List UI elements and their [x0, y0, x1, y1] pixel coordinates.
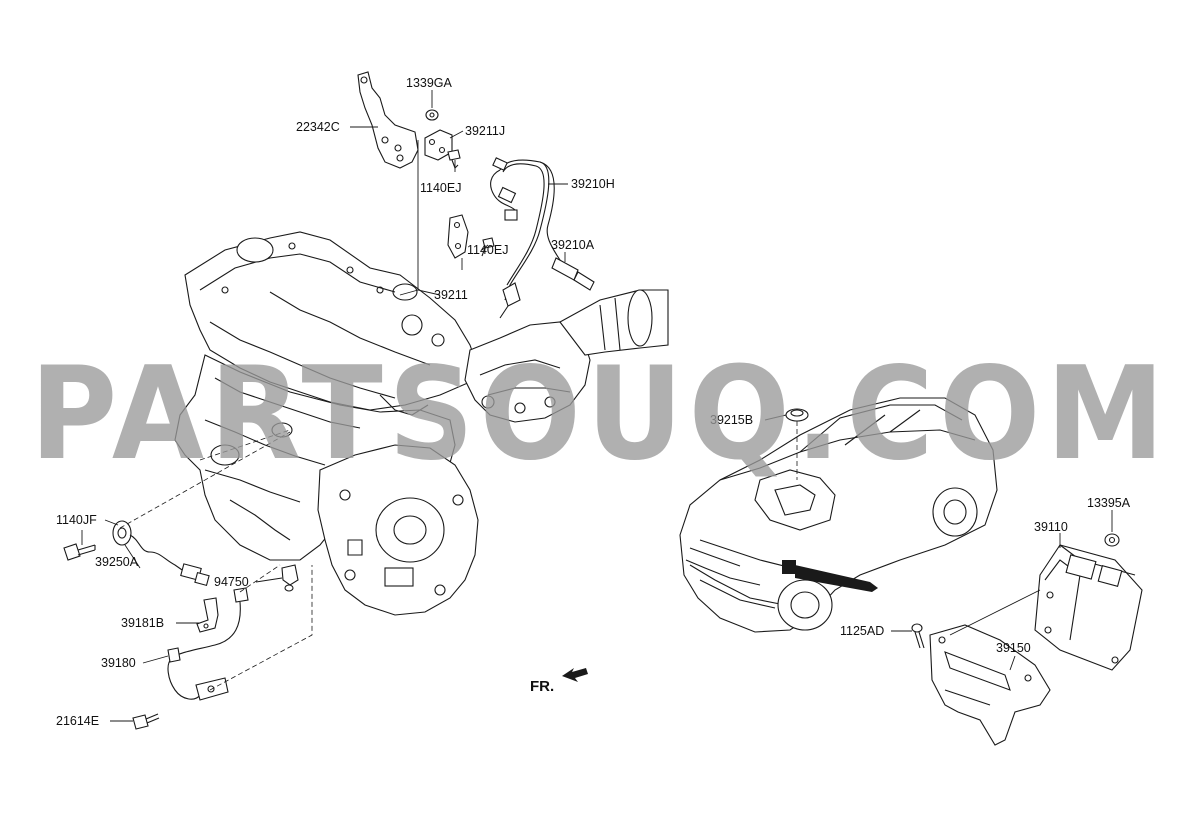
leader-lines: [81, 90, 1113, 722]
callout-39215b[interactable]: 39215B: [710, 413, 753, 427]
callout-39180[interactable]: 39180: [101, 656, 136, 670]
exhaust-manifold[interactable]: [464, 289, 669, 423]
oxygen-sensor-39210a[interactable]: [539, 161, 595, 291]
callout-1125ad[interactable]: 1125AD: [840, 624, 884, 638]
callout-39150[interactable]: 39150: [996, 641, 1031, 655]
callout-21614e[interactable]: 21614E: [56, 714, 99, 728]
callout-1140ej-upper[interactable]: 1140EJ: [420, 181, 461, 195]
watermark-text: PARTSOUQ.COM: [30, 340, 1170, 489]
bracket-39211j[interactable]: [424, 129, 453, 161]
callout-94750[interactable]: 94750: [214, 575, 249, 589]
bolt-1140ej-lower[interactable]: [481, 237, 495, 257]
bracket-22342c[interactable]: [357, 71, 419, 169]
callout-39250a[interactable]: 39250A: [95, 555, 139, 569]
front-arrow-icon: [562, 668, 588, 682]
callout-1339ga[interactable]: 1339GA: [406, 76, 453, 90]
vehicle-outline: [679, 397, 998, 633]
ecu-bracket-39150[interactable]: [929, 624, 1051, 746]
callout-39110[interactable]: 39110: [1034, 520, 1068, 534]
bolt-21614e[interactable]: [132, 713, 160, 730]
callout-1140ej-lower[interactable]: 1140EJ: [467, 243, 508, 257]
direction-label: FR.: [530, 678, 554, 695]
engine-block[interactable]: [174, 231, 479, 616]
bracket-39181b[interactable]: [196, 597, 219, 633]
bolt-1140ej-upper[interactable]: [447, 149, 461, 169]
callout-13395a[interactable]: 13395A: [1087, 496, 1131, 510]
nut-13395a[interactable]: [1104, 533, 1120, 547]
callout-22342c[interactable]: 22342C: [296, 120, 340, 134]
bolt-1125ad[interactable]: [911, 623, 925, 649]
oxygen-sensor-39210h[interactable]: [490, 157, 550, 319]
nut-1339ga[interactable]: [425, 109, 439, 121]
callout-39210a[interactable]: 39210A: [551, 238, 595, 252]
callout-1140jf[interactable]: 1140JF: [56, 513, 97, 527]
callout-39181b[interactable]: 39181B: [121, 616, 164, 630]
callout-labels: 1339GA 22342C 39211J 1140EJ 39210H 39210…: [56, 76, 1131, 728]
callout-39211[interactable]: 39211: [434, 288, 468, 302]
sensor-94750[interactable]: [281, 564, 299, 592]
bracket-39211[interactable]: [447, 214, 469, 259]
knock-sensor-39250a[interactable]: [112, 520, 210, 587]
bolt-1140jf[interactable]: [63, 543, 96, 561]
callout-39211j[interactable]: 39211J: [465, 124, 505, 138]
ecu-39110[interactable]: [1034, 544, 1143, 671]
callout-39210h[interactable]: 39210H: [571, 177, 615, 191]
front-direction-indicator: FR.: [530, 668, 588, 695]
